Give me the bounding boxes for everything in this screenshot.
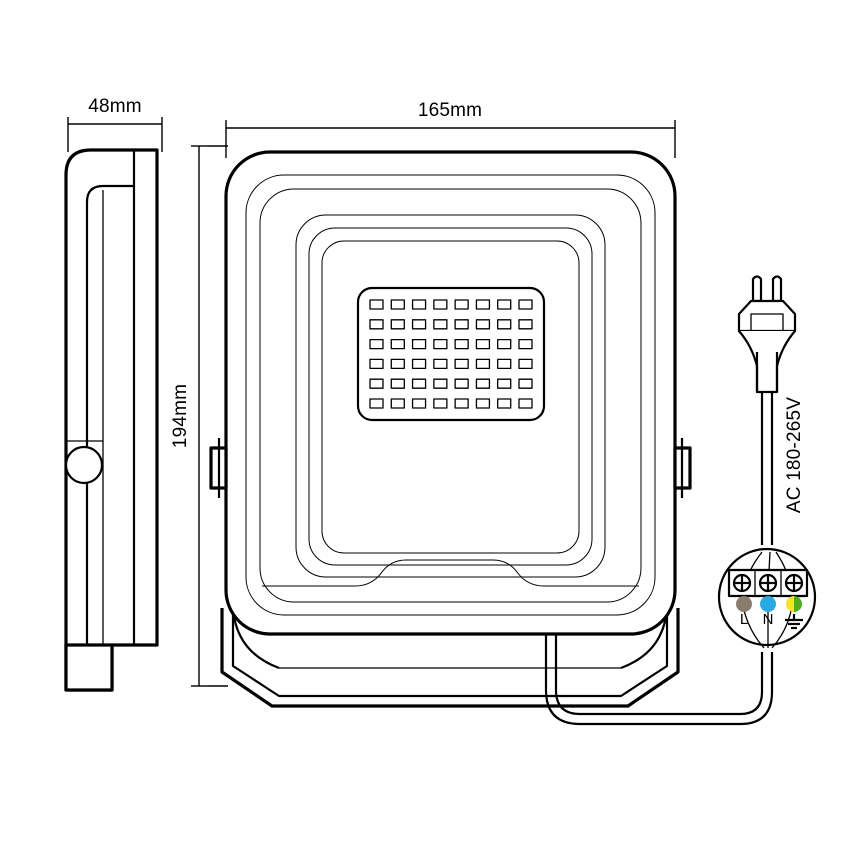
led-chip	[518, 338, 533, 350]
led-chip	[475, 299, 491, 310]
housing-bezel-ring-4	[295, 214, 606, 578]
led-chip	[369, 338, 384, 350]
led-chip	[433, 319, 448, 330]
led-chip	[411, 378, 427, 389]
led-chip	[454, 299, 469, 310]
led-chip	[411, 338, 427, 350]
led-chip	[497, 398, 512, 409]
led-chip	[369, 299, 384, 310]
conductor-dot-neutral	[760, 596, 776, 612]
dimension-depth-48mm: 48mm	[67, 96, 163, 152]
led-chip	[390, 338, 405, 350]
housing-bezel-ring-2	[245, 174, 656, 616]
led-chip	[497, 378, 512, 389]
dimension-height-194mm: 194mm	[170, 145, 228, 687]
led-chip	[369, 319, 384, 330]
led-panel-substrate	[356, 286, 546, 422]
screw-terminal-earth	[784, 573, 804, 593]
plug-pin-right	[771, 275, 783, 303]
led-chip	[475, 319, 491, 330]
dimension-label-depth: 48mm	[88, 96, 142, 117]
led-chip	[454, 319, 469, 330]
led-chip	[390, 299, 405, 310]
led-chip	[518, 299, 533, 310]
conductor-label-live: L	[740, 611, 748, 628]
housing-bezel-ring-3	[259, 188, 642, 603]
led-chip	[475, 398, 491, 409]
led-chip	[454, 398, 469, 409]
conductor-dot-live	[736, 596, 752, 612]
led-chip	[497, 319, 512, 330]
voltage-rating-label: AC 180-265V	[784, 397, 805, 513]
led-chip	[475, 358, 491, 370]
led-chip	[390, 358, 405, 370]
led-grid	[369, 299, 533, 409]
housing-bezel-ring-6	[321, 240, 580, 554]
led-chip	[454, 378, 469, 389]
led-chip	[518, 319, 533, 330]
led-chip	[433, 398, 448, 409]
led-chip	[433, 358, 448, 370]
led-chip	[518, 358, 533, 370]
plug-pin-left	[751, 275, 763, 303]
led-chip	[411, 319, 427, 330]
dimension-label-width: 165mm	[418, 100, 482, 121]
led-chip	[454, 338, 469, 350]
conductor-label-neutral: N	[763, 611, 774, 628]
housing-bezel-ring-5	[308, 227, 593, 566]
earth-ground-icon	[785, 614, 803, 630]
dimension-label-height: 194mm	[170, 384, 191, 448]
dimension-width-165mm: 165mm	[225, 100, 676, 158]
screw-terminal-neutral	[758, 573, 778, 593]
side-profile-view	[64, 148, 159, 692]
led-chip	[497, 338, 512, 350]
bracket-bolt-hole-icon	[64, 445, 104, 485]
led-panel	[356, 286, 546, 422]
led-chip	[497, 299, 512, 310]
led-chip	[454, 358, 469, 370]
led-chip	[433, 338, 448, 350]
led-chip	[411, 299, 427, 310]
led-chip	[411, 358, 427, 370]
mains-plug	[737, 275, 797, 394]
led-chip	[369, 398, 384, 409]
led-chip	[497, 358, 512, 370]
led-chip	[433, 378, 448, 389]
led-chip	[475, 378, 491, 389]
led-chip	[518, 378, 533, 389]
conductor-dot-earth	[786, 596, 802, 612]
led-chip	[518, 398, 533, 409]
led-chip	[411, 398, 427, 409]
terminal-block-junction: L N	[717, 547, 817, 649]
led-chip	[369, 378, 384, 389]
led-chip	[369, 358, 384, 370]
screw-terminal-live	[732, 573, 752, 593]
plug-body	[737, 299, 797, 333]
led-chip	[475, 338, 491, 350]
led-chip	[390, 398, 405, 409]
led-chip	[390, 378, 405, 389]
led-chip	[433, 299, 448, 310]
led-chip	[390, 319, 405, 330]
power-cable	[544, 352, 774, 726]
